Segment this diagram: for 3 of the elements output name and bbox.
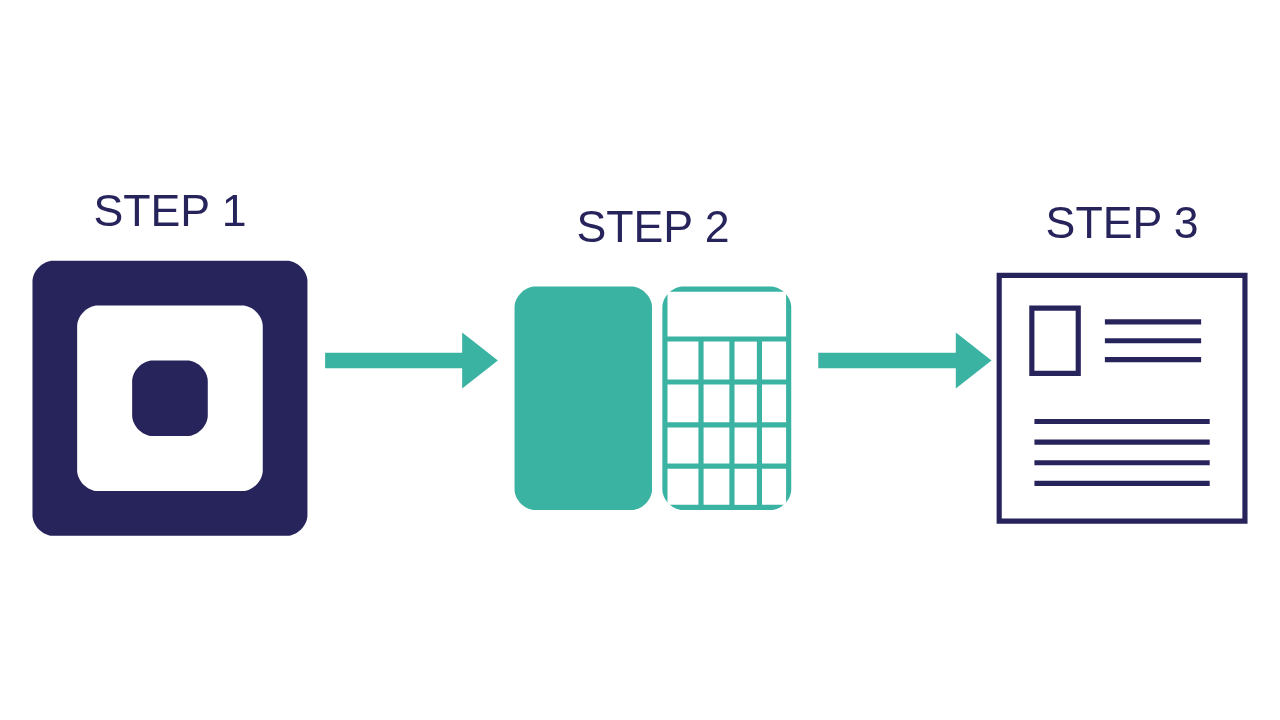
node-label: STEP 2 [576, 201, 730, 251]
node-label: STEP 1 [93, 185, 247, 235]
node-label: STEP 3 [1045, 197, 1199, 247]
